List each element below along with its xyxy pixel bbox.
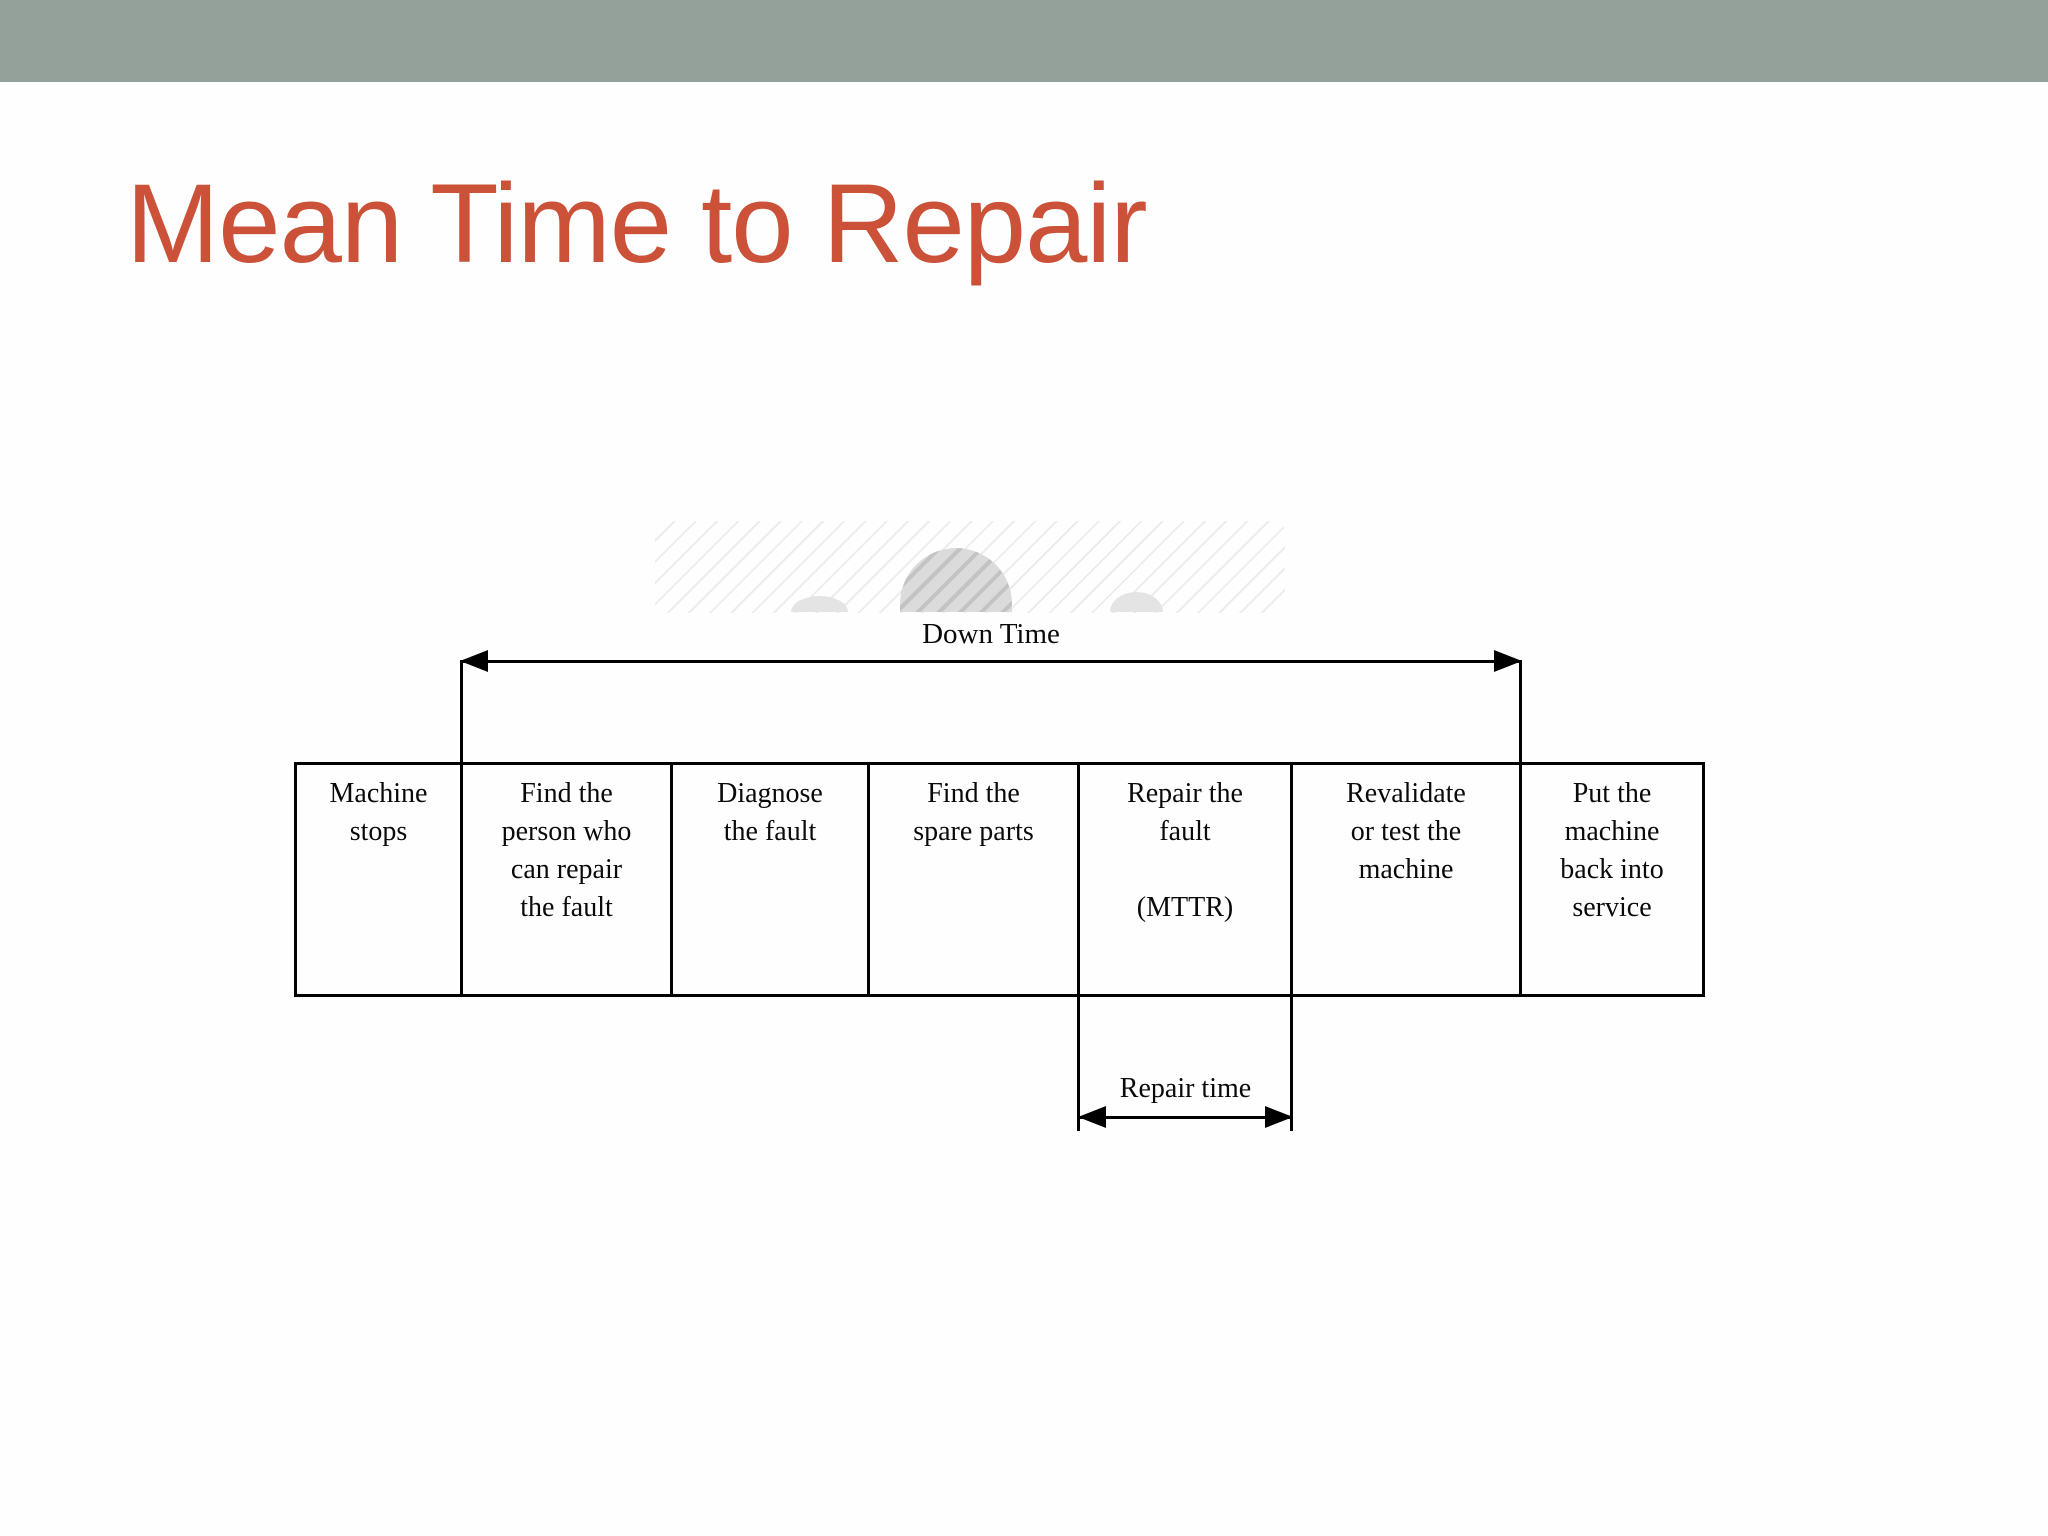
stage-cell-revalidate: Revalidate or test the machine: [1293, 765, 1522, 994]
stage-cell-find-person: Find the person who can repair the fault: [463, 765, 673, 994]
watermark-small-dome-left: [791, 596, 848, 612]
stage-cell-machine-stops: Machine stops: [297, 765, 463, 994]
down-time-extent-line-right: [1519, 660, 1522, 762]
down-time-arrowhead-right-icon: [1494, 650, 1522, 672]
down-time-arrowhead-left-icon: [460, 650, 488, 672]
watermark-small-dome-right: [1110, 592, 1163, 612]
repair-time-arrow-line: [1078, 1116, 1293, 1119]
watermark-dome-shape: [900, 548, 1012, 612]
down-time-label: Down Time: [922, 618, 1060, 650]
stage-cell-put-back-service: Put the machine back into service: [1560, 778, 1664, 923]
repair-time-extent-line-right: [1290, 997, 1293, 1131]
down-time-extent-line-left: [460, 660, 463, 762]
watermark-hatch-pattern: [655, 521, 1285, 613]
repair-time-label: Repair time: [1119, 1073, 1252, 1104]
repair-time-arrowhead-left-icon: [1078, 1106, 1106, 1128]
repair-time-extent-line-left: [1077, 997, 1080, 1131]
slide-top-bar: [0, 0, 2048, 82]
stage-cell-repair-fault: Repair the fault (MTTR): [1080, 765, 1293, 994]
repair-stages-table: Machine stops Find the person who can re…: [294, 762, 1705, 997]
slide-title: Mean Time to Repair: [126, 161, 1148, 286]
repair-time-arrowhead-right-icon: [1265, 1106, 1293, 1128]
stage-cell-find-spare-parts: Find the spare parts: [870, 765, 1080, 994]
down-time-arrow-line: [460, 660, 1522, 663]
stage-cell-diagnose-fault: Diagnose the fault: [673, 765, 870, 994]
